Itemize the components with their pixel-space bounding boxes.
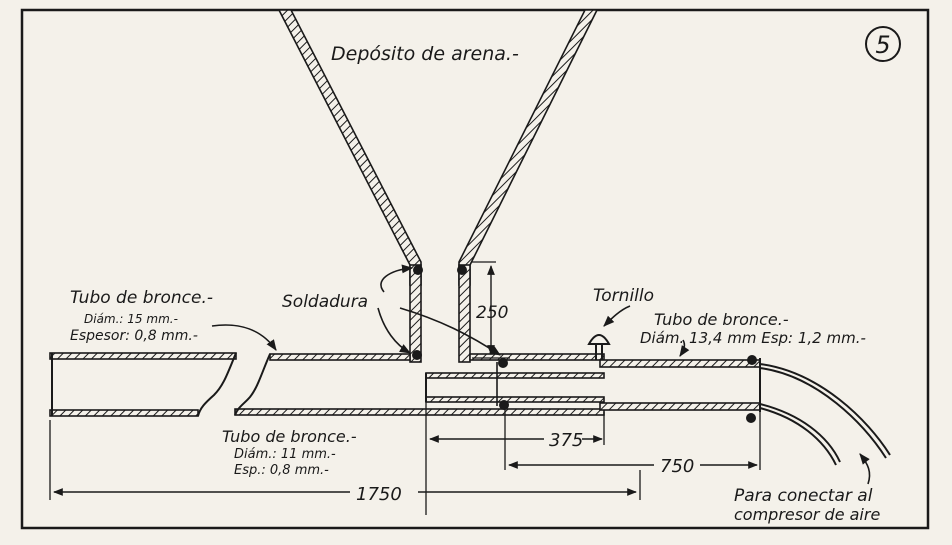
inner-tube-title: Tubo de bronce.- [222, 427, 357, 446]
screw-label: Tornillo [593, 286, 654, 306]
compressor-label-line2: compresor de aire [734, 505, 880, 524]
compressor-label-line1: Para conectar al [734, 486, 873, 506]
inner-tube [425, 362, 605, 406]
outer-tube-thickness: Espesor: 0,8 mm.- [70, 328, 198, 344]
main-outer-tube [234, 353, 605, 416]
dimension-1750-label: 1750 [356, 484, 402, 505]
page-number-circle [865, 26, 901, 62]
inner-tube-thickness: Esp.: 0,8 mm.- [234, 463, 329, 478]
weld-points [412, 265, 757, 423]
dimension-375-label: 375 [549, 430, 583, 451]
right-tube-spec: Diám. 13,4 mm Esp: 1,2 mm.- [640, 329, 866, 347]
hopper-label: Depósito de arena.- [331, 43, 519, 65]
dimension-750-label: 750 [660, 456, 694, 477]
page-number: 5 [875, 31, 890, 59]
right-tube-title: Tubo de bronce.- [654, 310, 789, 329]
inner-tube-diameter: Diám.: 11 mm.- [234, 447, 336, 462]
leader-arrows [211, 264, 871, 485]
outer-tube-title: Tubo de bronce.- [70, 288, 213, 308]
outer-tube-diameter: Diám.: 15 mm.- [84, 312, 178, 326]
dimension-375 [425, 402, 605, 515]
dimension-1750 [49, 420, 641, 500]
left-outer-tube [49, 352, 237, 417]
screw [587, 334, 611, 360]
sheet-border [20, 8, 930, 530]
dimension-750 [508, 412, 761, 470]
right-outer-tube [599, 358, 761, 412]
air-hose [759, 363, 891, 466]
dimension-250 [472, 261, 510, 359]
dimension-250-label: 250 [476, 303, 508, 323]
solder-label: Soldadura [282, 292, 368, 312]
